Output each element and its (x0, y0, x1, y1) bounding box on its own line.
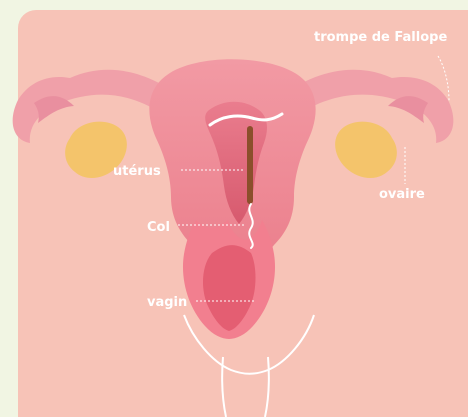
trompe-de-fallope-label: trompe de Fallope (314, 31, 447, 44)
right-fimbriae (388, 96, 428, 123)
vagin-label: vagin (147, 296, 187, 309)
col-label: Col (147, 221, 170, 234)
iud-stem (247, 126, 253, 204)
ovaire-label: ovaire (379, 188, 425, 201)
leg-outline (222, 357, 269, 417)
right-ovary (335, 122, 397, 178)
uterus-label: utérus (113, 165, 161, 178)
